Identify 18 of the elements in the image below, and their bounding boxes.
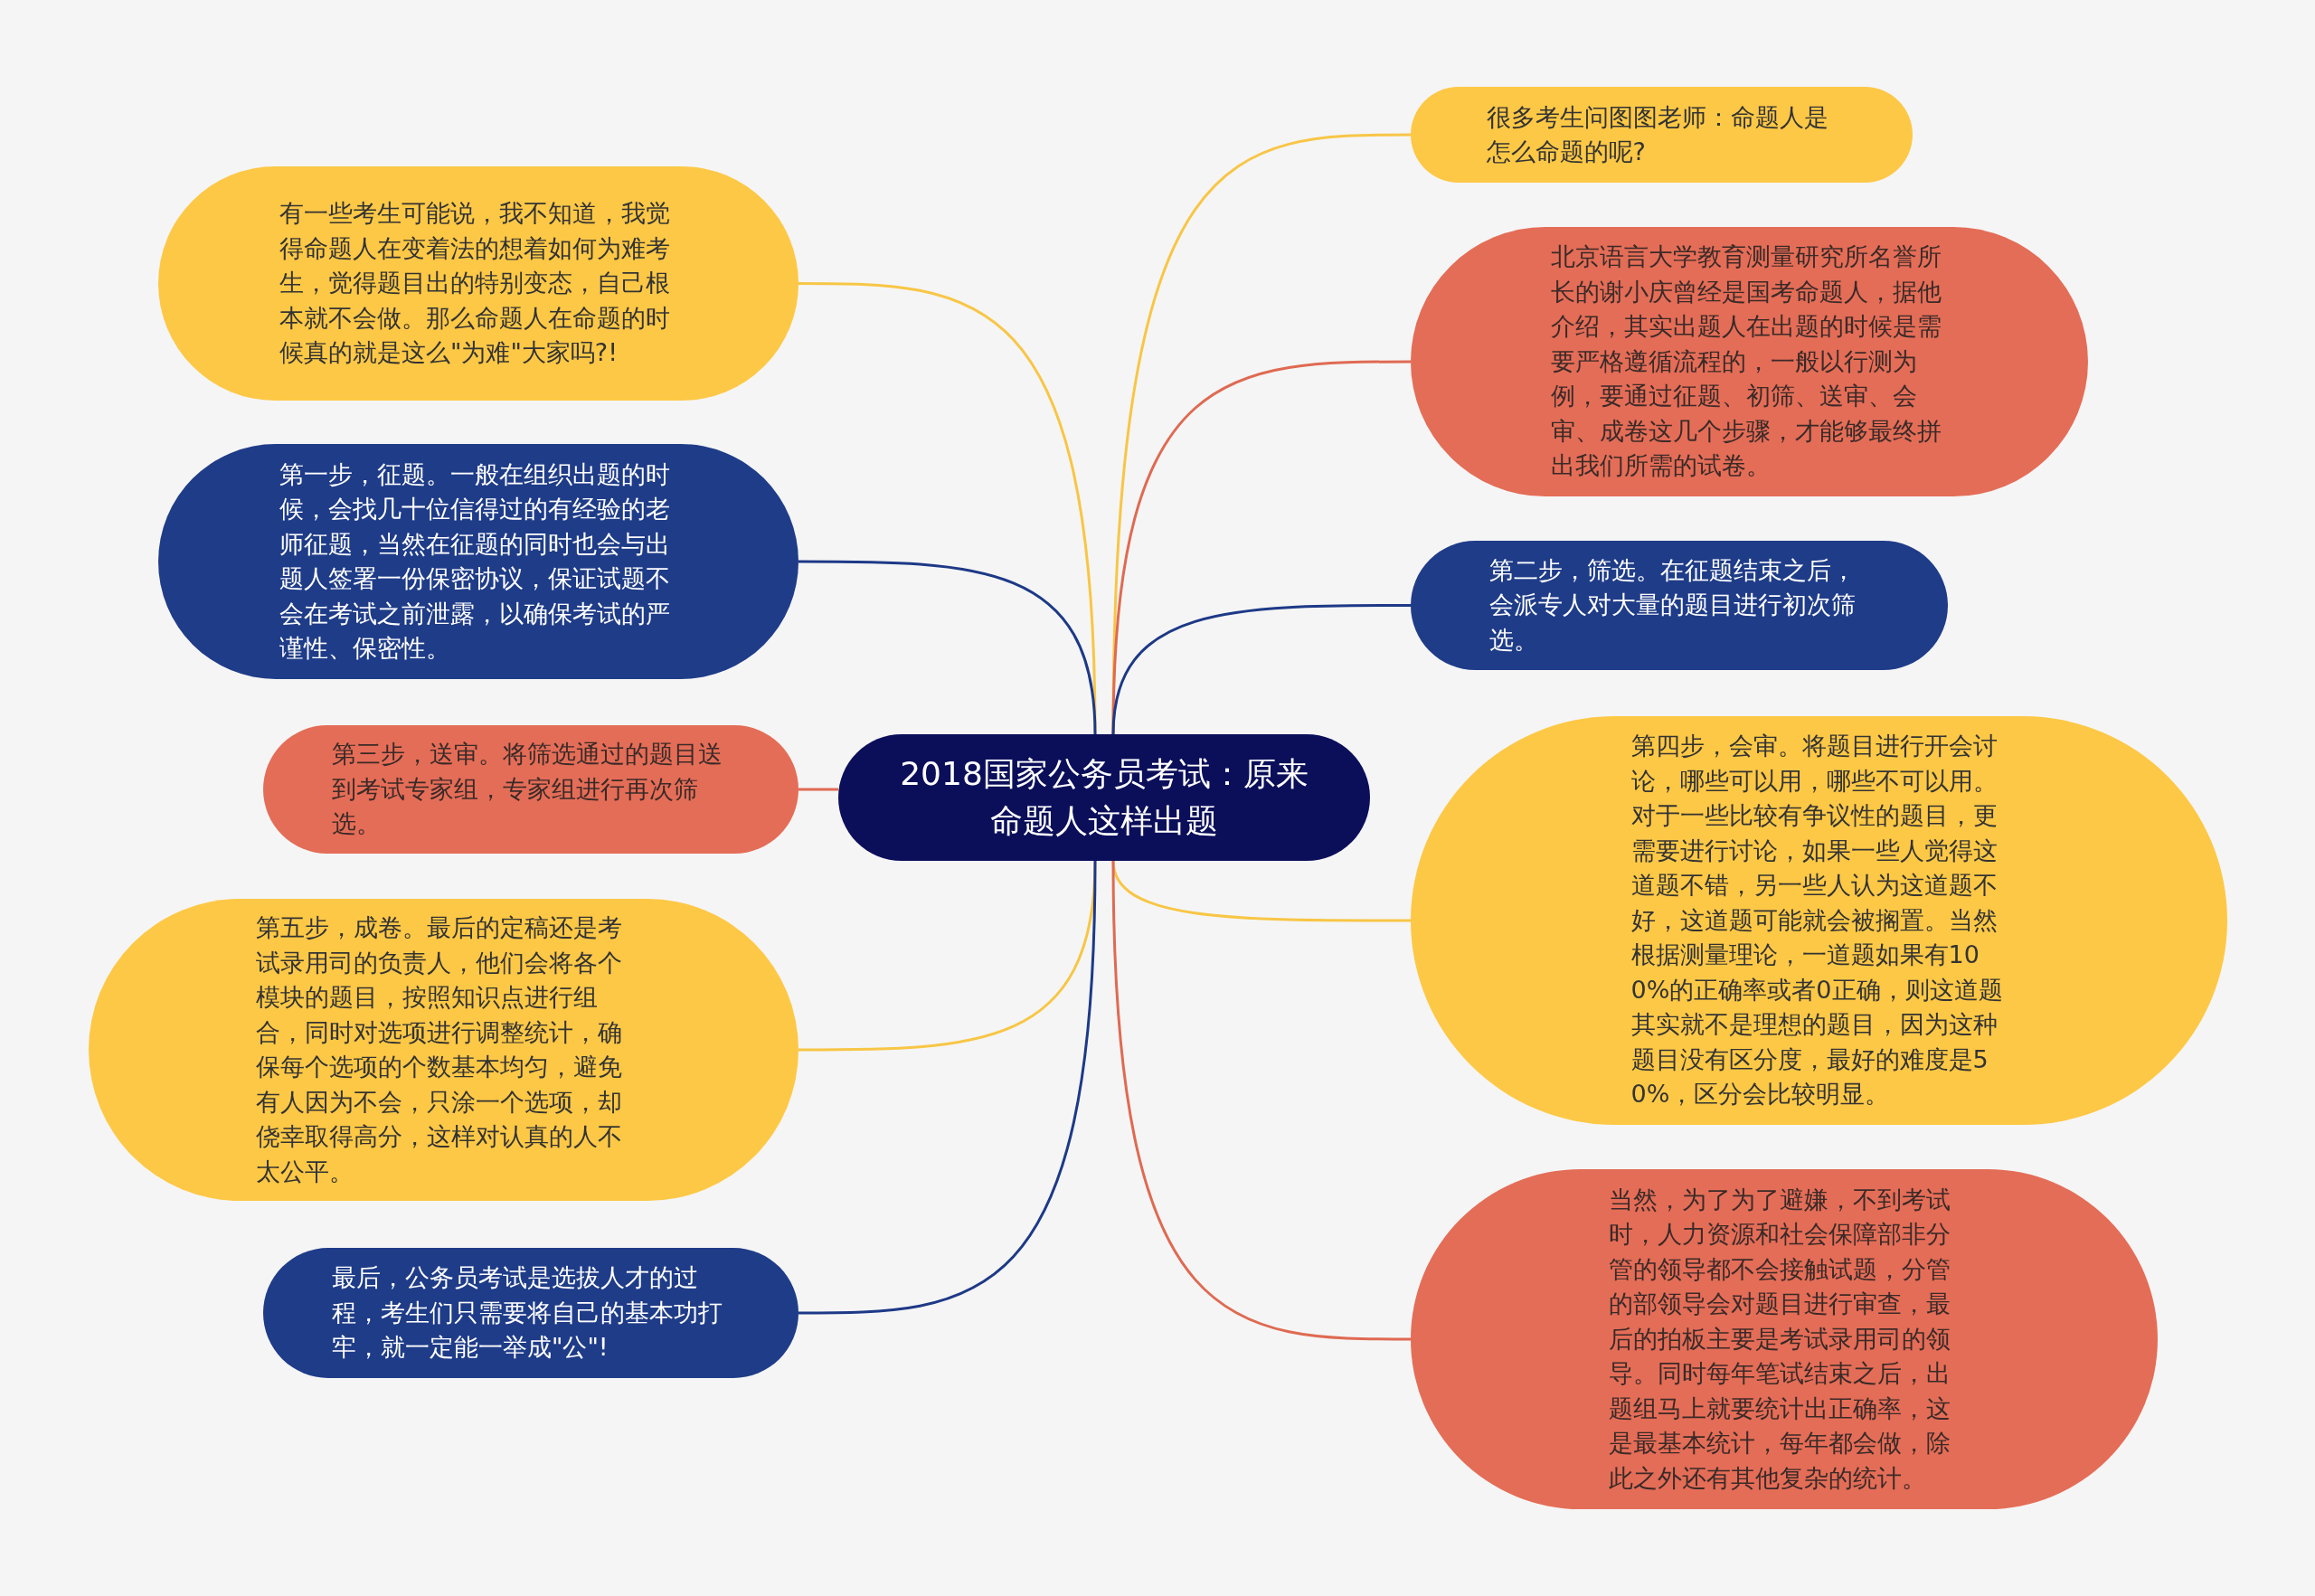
connector-line — [798, 560, 1097, 735]
topic-text: 北京语言大学教育测量研究所名誉所长的谢小庆曾经是国考命题人，据他介绍，其实出题人在出题的时候是需要严格遵循流程的，一般以行测为例，要通过征题、初筛、送审、会审、成卷这几个步骤，才能够最终拼出我们所需的试卷。 — [1550, 241, 1942, 482]
connector-line — [798, 788, 838, 791]
topic-text: 很多考生问图图老师：命题人是怎么命题的呢? — [1486, 101, 1829, 167]
connector-line — [1111, 133, 1411, 735]
topic-text: 第四步，会审。将题目进行开会讨论，哪些可以用，哪些不可以用。对于一些比较有争议性的题目，更需要进行讨论，如果一些人觉得这道题不错，另一些人认为这道题不好，这道题可能就会被搁置。当然根据测量理论，一道题如果有100%的正确率或者0正确，则这道题其实就不是理想的题目，因为这种题目没有区分度，最好的难度是50%，区分会比较明显。 — [1630, 731, 2004, 1110]
connector-line — [1111, 860, 1411, 1341]
connector-line — [1111, 604, 1411, 735]
connector-line — [798, 860, 1097, 1315]
central-title: 2018国家公务员考试：原来命题人这样出题 — [899, 754, 1309, 841]
topic-text: 当然，为了为了避嫌，不到考试时，人力资源和社会保障部非分管的领导都不会接触试题，分管的部领导会对题目进行审查，最后的拍板主要是考试录用司的领导。同时每年笔试结束之后，出题组马上就要统计出正确率，这是最基本统计，每年都会做，除此之外还有其他复杂的统计。 — [1609, 1184, 1951, 1494]
topic-text: 第三步，送审。将筛选通过的题目送到考试专家组，专家组进行再次筛选。 — [332, 739, 723, 840]
topic-text: 第一步，征题。一般在组织出题的时候，会找几十位信得过的有经验的老师征题，当然在征题的同时也会与出题人签署一份保密协议，保证试题不会在考试之前泄露，以确保考试的严谨性、保密性。 — [279, 458, 671, 664]
topic-text: 有一些考生可能说，我不知道，我觉得命题人在变着法的想着如何为难考生，觉得题目出的特别变态，自己根本就不会做。那么命题人在命题的时候真的就是这么"为难"大家吗?! — [279, 198, 671, 369]
topic-text: 第二步，筛选。在征题结束之后，会派专人对大量的题目进行初次筛选。 — [1489, 554, 1857, 656]
topic-text: 第五步，成卷。最后的定稿还是考试录用司的负责人，他们会将各个模块的题目，按照知识点进行组合，同时对选项进行调整统计，确保每个选项的个数基本均匀，避免有人因为不会，只涂一个选项，却侥幸取得高分，这样对认真的人不太公平。 — [255, 912, 623, 1187]
connector-line — [1111, 360, 1411, 735]
topic-text: 最后，公务员考试是选拔人才的过程，考生们只需要将自己的基本功打牢，就一定能一举成"公"! — [332, 1262, 723, 1364]
